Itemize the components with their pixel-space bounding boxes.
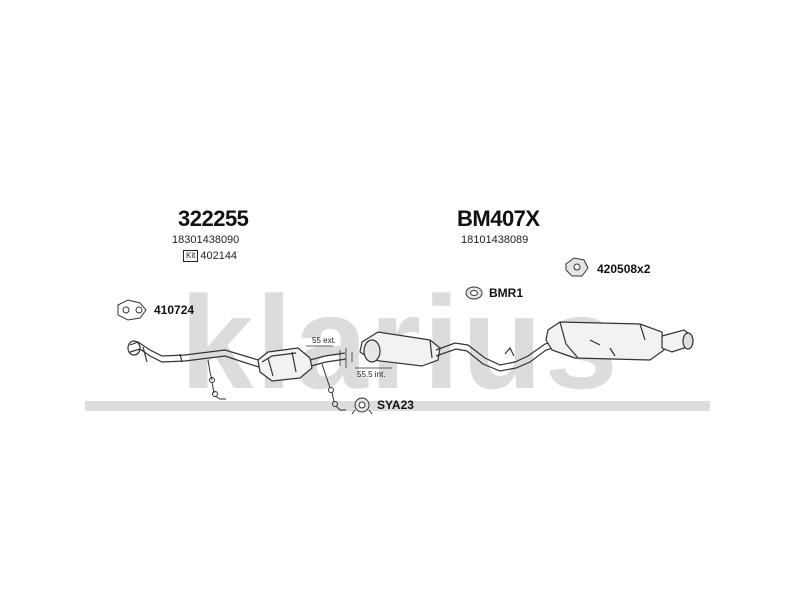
kit-badge: Kit <box>183 250 199 262</box>
front-kit-code: 402144 <box>200 250 238 262</box>
rear-mount-icon <box>565 257 589 277</box>
rear-part-oem: 18101438089 <box>461 234 529 246</box>
gasket-code: 410724 <box>154 303 195 317</box>
catalytic-converter <box>257 347 313 382</box>
front-part-oem: 18301438090 <box>172 234 240 246</box>
clamp-icon <box>351 397 373 415</box>
rubber-mount-icon <box>465 286 483 300</box>
dimension-int-label: 55.5 int. <box>357 370 386 379</box>
mount-rubber-code: BMR1 <box>489 286 524 300</box>
tailpipe <box>661 329 694 353</box>
watermark-bar <box>85 401 710 411</box>
rear-pipe <box>435 339 561 372</box>
rear-silencer <box>545 321 665 361</box>
dimension-markers <box>306 345 392 369</box>
front-part-code: 322255 <box>178 206 249 231</box>
centre-silencer <box>359 331 441 367</box>
rear-mount-code: 420508x2 <box>597 262 651 276</box>
gasket-icon <box>117 299 147 321</box>
rear-part-code: BM407X <box>457 206 540 231</box>
clamp-hanger <box>321 363 346 411</box>
front-pipe <box>127 340 266 369</box>
dimension-ext-label: 55 ext. <box>312 336 337 345</box>
mid-pipe <box>309 352 347 367</box>
front-hanger <box>207 359 226 400</box>
clamp-code: SYA23 <box>377 398 414 412</box>
